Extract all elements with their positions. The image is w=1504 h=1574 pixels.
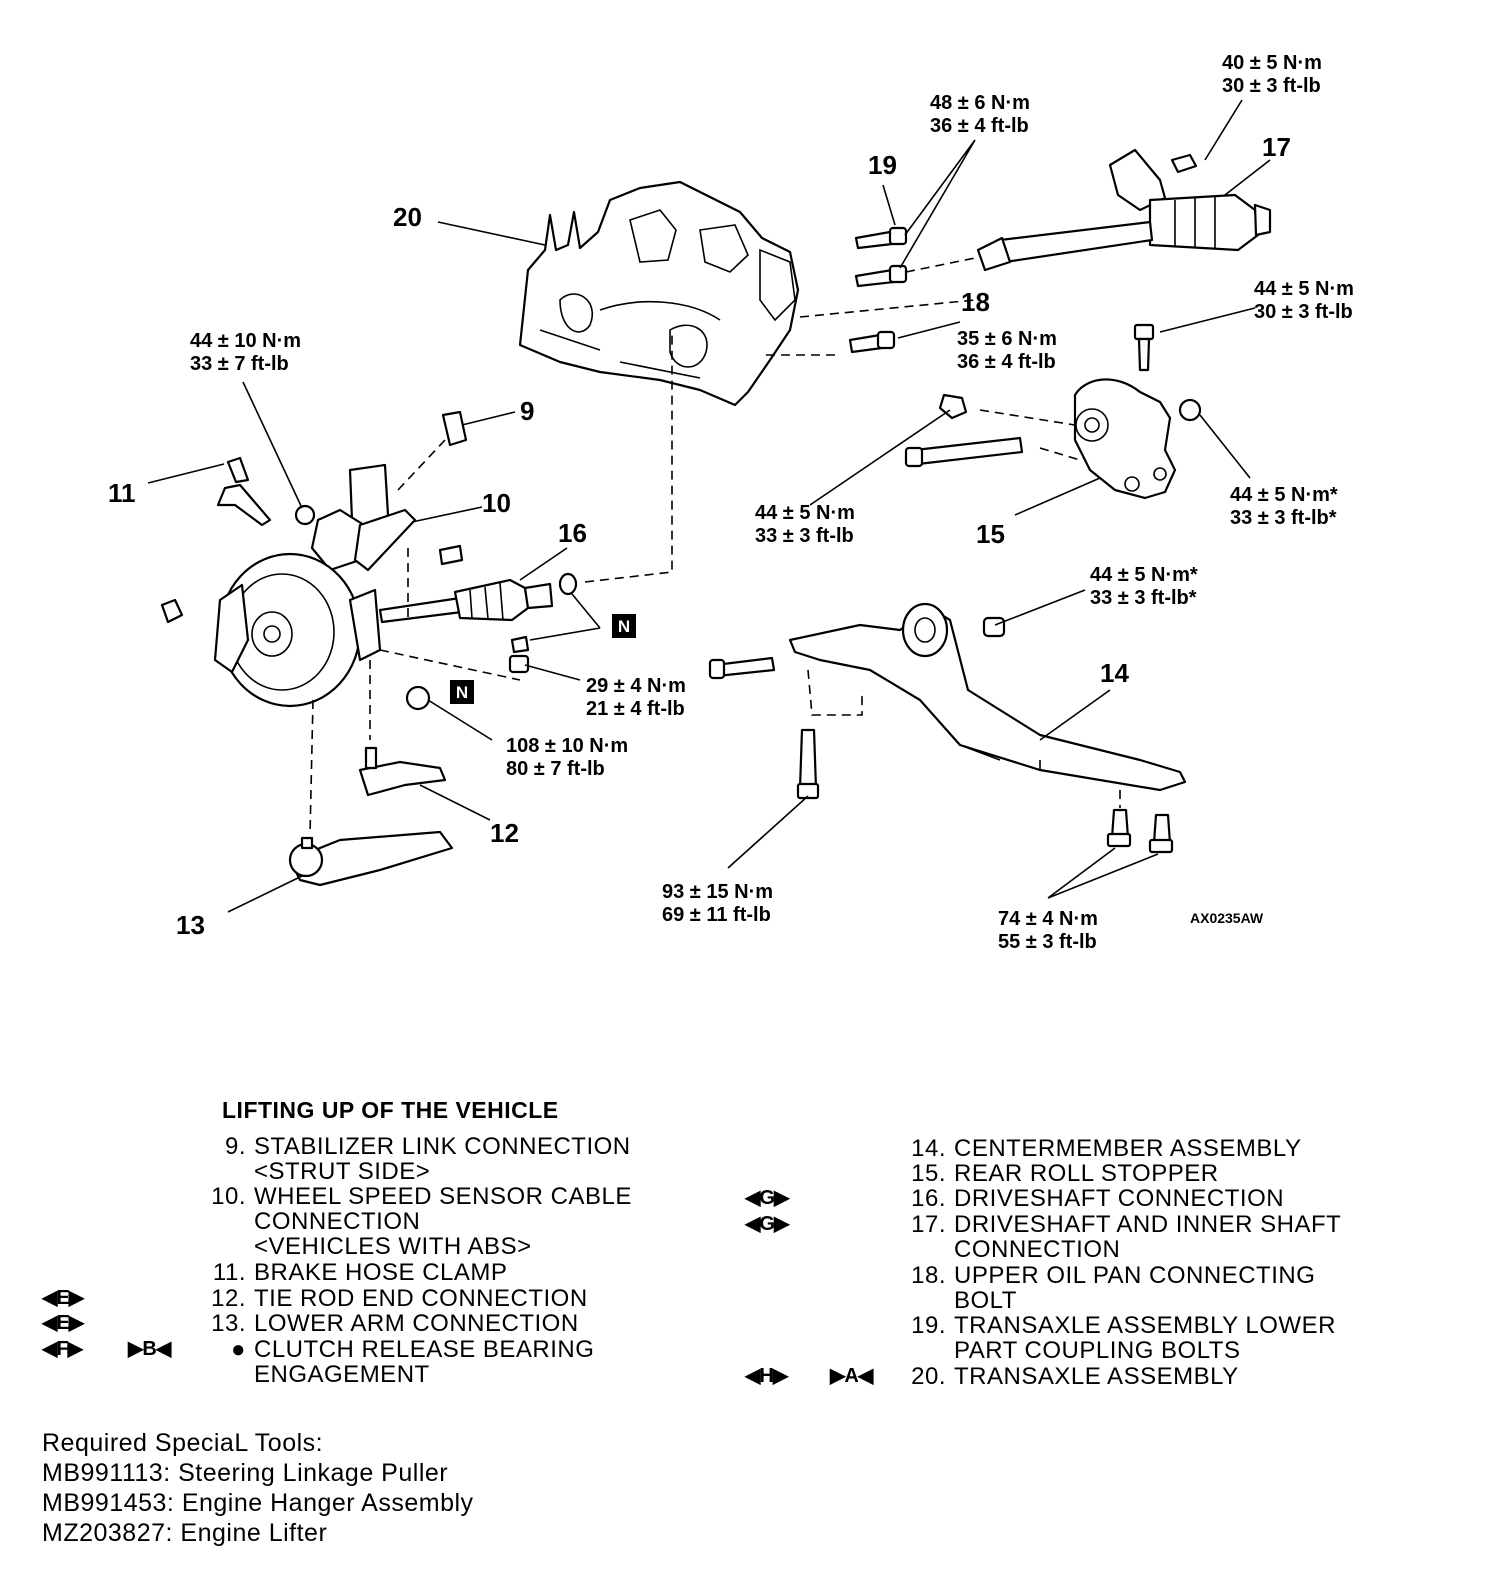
svg-text:44 ± 5 N·m*: 44 ± 5 N·m* bbox=[1230, 484, 1338, 506]
callout-10: 10 bbox=[482, 488, 511, 518]
legend-title: LIFTING UP OF THE VEHICLE bbox=[222, 1097, 559, 1123]
centermember-assembly bbox=[708, 602, 1187, 854]
svg-text:33 ± 3 ft-lb*: 33 ± 3 ft-lb* bbox=[1090, 587, 1197, 609]
torque-spec-1: 40 ± 5 N·m 30 ± 3 ft-lb bbox=[1222, 52, 1322, 97]
exploded-diagram: N N 19 20 17 18 9 11 10 16 15 14 12 13 4… bbox=[108, 52, 1354, 953]
required-special-tools: Required SpeciaL Tools: MB991113: Steeri… bbox=[42, 1428, 474, 1548]
coupling-bolts bbox=[848, 226, 908, 354]
svg-text:30 ± 3 ft-lb: 30 ± 3 ft-lb bbox=[1222, 75, 1321, 97]
legend-item-19: 19.TRANSAXLE ASSEMBLY LOWER PART COUPLIN… bbox=[911, 1312, 1336, 1364]
n-mark-1: N bbox=[612, 614, 636, 638]
legend-item-20: 20.TRANSAXLE ASSEMBLY bbox=[911, 1363, 1239, 1390]
marker-h: ◀H▶ bbox=[745, 1365, 788, 1387]
marker-e-13: ◀E▶ bbox=[42, 1312, 84, 1334]
legend-item-13: 13.LOWER ARM CONNECTION bbox=[211, 1310, 579, 1337]
marker-b: ▶B◀ bbox=[128, 1338, 171, 1360]
svg-text:44 ± 5 N·m*: 44 ± 5 N·m* bbox=[1090, 564, 1198, 586]
callout-14: 14 bbox=[1100, 658, 1129, 688]
lower-arm bbox=[288, 830, 454, 887]
marker-g-16: ◀G▶ bbox=[745, 1187, 789, 1209]
torque-spec-8: 44 ± 5 N·m* 33 ± 3 ft-lb* bbox=[1090, 564, 1198, 609]
callout-15: 15 bbox=[976, 519, 1005, 549]
svg-text:36 ± 4 ft-lb: 36 ± 4 ft-lb bbox=[930, 115, 1029, 137]
svg-text:74 ± 4 N·m: 74 ± 4 N·m bbox=[998, 908, 1098, 930]
torque-spec-7: 44 ± 5 N·m* 33 ± 3 ft-lb* bbox=[1230, 484, 1338, 529]
svg-text:48 ± 6 N·m: 48 ± 6 N·m bbox=[930, 92, 1030, 114]
tie-rod-end bbox=[358, 746, 447, 797]
driveshaft bbox=[378, 572, 578, 711]
svg-text:33 ± 3 ft-lb*: 33 ± 3 ft-lb* bbox=[1230, 507, 1337, 529]
n-mark-2: N bbox=[450, 680, 474, 704]
figure-code: AX0235AW bbox=[1190, 910, 1264, 926]
callout-13: 13 bbox=[176, 910, 205, 940]
callout-20: 20 bbox=[393, 202, 422, 232]
transaxle-assembly bbox=[518, 180, 800, 407]
svg-text:93 ± 15 N·m: 93 ± 15 N·m bbox=[662, 881, 773, 903]
svg-text:33 ± 7 ft-lb: 33 ± 7 ft-lb bbox=[190, 353, 289, 375]
legend-item-11: 11.BRAKE HOSE CLAMP bbox=[212, 1259, 508, 1286]
legend-item-10: 10.WHEEL SPEED SENSOR CABLE CONNECTION <… bbox=[211, 1183, 632, 1260]
legend-item-clutch: ●CLUTCH RELEASE BEARING ENGAGEMENT bbox=[231, 1336, 595, 1388]
svg-text:55 ± 3 ft-lb: 55 ± 3 ft-lb bbox=[998, 931, 1097, 953]
torque-spec-3: 44 ± 5 N·m 30 ± 3 ft-lb bbox=[1254, 278, 1354, 323]
legend: LIFTING UP OF THE VEHICLE 9.STABILIZER L… bbox=[0, 1090, 1504, 1410]
tool-item: MZ203827: Engine Lifter bbox=[42, 1519, 328, 1547]
torque-spec-2: 48 ± 6 N·m 36 ± 4 ft-lb bbox=[930, 92, 1030, 137]
inner-shaft-assembly bbox=[976, 148, 1272, 272]
torque-spec-10: 108 ± 10 N·m 80 ± 7 ft-lb bbox=[506, 735, 628, 780]
legend-item-17: 17.DRIVESHAFT AND INNER SHAFT CONNECTION bbox=[911, 1211, 1342, 1263]
svg-text:33 ± 3 ft-lb: 33 ± 3 ft-lb bbox=[755, 525, 854, 547]
alignment-lines bbox=[309, 257, 1121, 836]
hub-knuckle-assembly bbox=[160, 410, 468, 708]
legend-item-15: 15.REAR ROLL STOPPER bbox=[911, 1160, 1219, 1187]
svg-text:21 ± 4 ft-lb: 21 ± 4 ft-lb bbox=[586, 698, 685, 720]
torque-spec-5: 44 ± 10 N·m 33 ± 7 ft-lb bbox=[190, 330, 301, 375]
torque-spec-4: 35 ± 6 N·m 36 ± 4 ft-lb bbox=[957, 328, 1057, 373]
torque-spec-9: 29 ± 4 N·m 21 ± 4 ft-lb bbox=[586, 675, 686, 720]
callout-16: 16 bbox=[558, 518, 587, 548]
svg-text:40 ± 5 N·m: 40 ± 5 N·m bbox=[1222, 52, 1322, 74]
marker-e-12: ◀E▶ bbox=[42, 1287, 84, 1309]
svg-text:69 ± 11 ft-lb: 69 ± 11 ft-lb bbox=[662, 904, 771, 926]
marker-g-17: ◀G▶ bbox=[745, 1213, 789, 1235]
callout-18: 18 bbox=[961, 287, 990, 317]
svg-text:29 ± 4 N·m: 29 ± 4 N·m bbox=[586, 675, 686, 697]
svg-text:36 ± 4 ft-lb: 36 ± 4 ft-lb bbox=[957, 351, 1056, 373]
callout-17: 17 bbox=[1262, 132, 1291, 162]
leader-lines bbox=[147, 99, 1271, 913]
callout-9: 9 bbox=[520, 396, 534, 426]
torque-spec-11: 93 ± 15 N·m 69 ± 11 ft-lb bbox=[662, 881, 773, 926]
svg-text:44 ± 5 N·m: 44 ± 5 N·m bbox=[1254, 278, 1354, 300]
legend-item-18: 18.UPPER OIL PAN CONNECTING BOLT bbox=[911, 1262, 1316, 1314]
tool-item: MB991113: Steering Linkage Puller bbox=[42, 1459, 449, 1487]
svg-text:44 ± 10 N·m: 44 ± 10 N·m bbox=[190, 330, 301, 352]
legend-item-9: 9.STABILIZER LINK CONNECTION <STRUT SIDE… bbox=[224, 1133, 631, 1185]
svg-text:80 ± 7 ft-lb: 80 ± 7 ft-lb bbox=[506, 758, 605, 780]
torque-spec-6: 44 ± 5 N·m 33 ± 3 ft-lb bbox=[755, 502, 855, 547]
svg-text:35 ± 6 N·m: 35 ± 6 N·m bbox=[957, 328, 1057, 350]
svg-text:N: N bbox=[456, 683, 468, 702]
callout-12: 12 bbox=[490, 818, 519, 848]
legend-item-14: 14.CENTERMEMBER ASSEMBLY bbox=[911, 1135, 1302, 1162]
rear-roll-stopper bbox=[904, 323, 1202, 500]
marker-a: ▶A◀ bbox=[830, 1365, 873, 1387]
legend-item-12: 12.TIE ROD END CONNECTION bbox=[211, 1285, 588, 1312]
torque-spec-12: 74 ± 4 N·m 55 ± 3 ft-lb bbox=[998, 908, 1098, 953]
tool-item: MB991453: Engine Hanger Assembly bbox=[42, 1489, 474, 1517]
svg-text:30 ± 3 ft-lb: 30 ± 3 ft-lb bbox=[1254, 301, 1353, 323]
callout-11: 11 bbox=[108, 478, 136, 508]
tools-heading: Required SpeciaL Tools: bbox=[42, 1429, 324, 1457]
callout-19: 19 bbox=[868, 150, 897, 180]
svg-text:N: N bbox=[618, 617, 630, 636]
svg-text:108 ± 10 N·m: 108 ± 10 N·m bbox=[506, 735, 628, 757]
svg-text:44 ± 5 N·m: 44 ± 5 N·m bbox=[755, 502, 855, 524]
marker-f: ◀F▶ bbox=[42, 1338, 83, 1360]
legend-item-16: 16.DRIVESHAFT CONNECTION bbox=[911, 1185, 1285, 1212]
